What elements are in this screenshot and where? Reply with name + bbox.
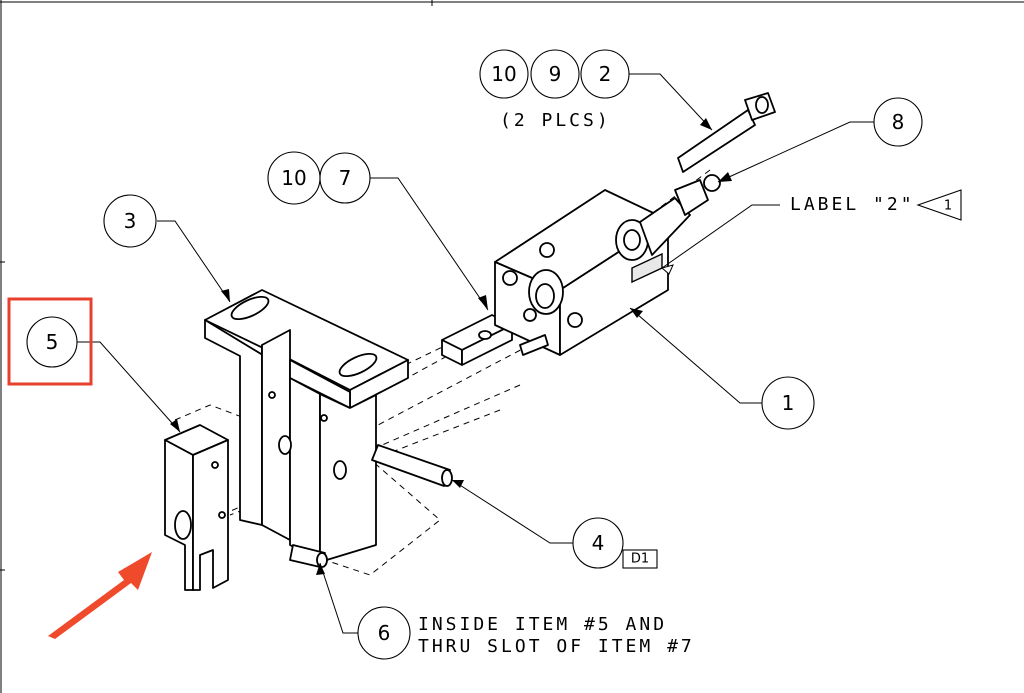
inside-note-line2: THRU SLOT OF ITEM #7 <box>418 636 695 657</box>
balloon-2-label: 2 <box>599 62 612 86</box>
balloon-7: 7 <box>319 152 371 204</box>
balloon-1: 1 <box>761 376 815 430</box>
balloon-7-label: 7 <box>339 166 352 190</box>
balloon-6-label: 6 <box>378 621 391 645</box>
part-1-manifold <box>494 189 669 356</box>
balloon-5-label: 5 <box>46 330 59 354</box>
balloon-9-label: 9 <box>549 62 562 86</box>
label-note: LABEL "2" <box>790 194 915 215</box>
balloon-6: 6 <box>357 606 411 660</box>
balloon-3: 3 <box>103 194 157 248</box>
part-4-pin <box>371 444 453 487</box>
part-5-block <box>164 424 229 591</box>
balloon-8-label: 8 <box>892 110 905 134</box>
balloon-3-label: 3 <box>124 209 137 233</box>
balloon-10-mid: 10 <box>267 151 321 205</box>
balloon-10-mid-label: 10 <box>281 166 306 190</box>
leader-arrowheads <box>170 118 732 575</box>
d1-label: D1 <box>631 552 649 567</box>
balloon-2: 2 <box>580 49 630 99</box>
balloon-1-label: 1 <box>782 391 795 415</box>
d1-box: D1 <box>622 549 658 569</box>
part-3-bracket <box>204 289 409 563</box>
balloon-10-top-label: 10 <box>491 62 516 86</box>
plcs-note: (2 PLCS) <box>500 110 611 131</box>
label-flag-number: 1 <box>944 199 952 214</box>
red-arrow-icon <box>48 552 152 639</box>
balloon-5: 5 <box>26 316 78 368</box>
leader-lines <box>76 73 874 634</box>
balloon-4: 4 <box>572 517 624 569</box>
balloon-8: 8 <box>873 97 923 147</box>
inside-note-line1: INSIDE ITEM #5 AND <box>418 614 667 635</box>
balloon-10-top: 10 <box>479 49 529 99</box>
highlight-box <box>7 297 93 386</box>
balloon-9: 9 <box>530 49 580 99</box>
part-2-screw <box>677 92 776 173</box>
balloon-4-label: 4 <box>592 531 605 555</box>
part-8-fitting <box>615 174 721 261</box>
label-flag: 1 <box>916 189 962 221</box>
